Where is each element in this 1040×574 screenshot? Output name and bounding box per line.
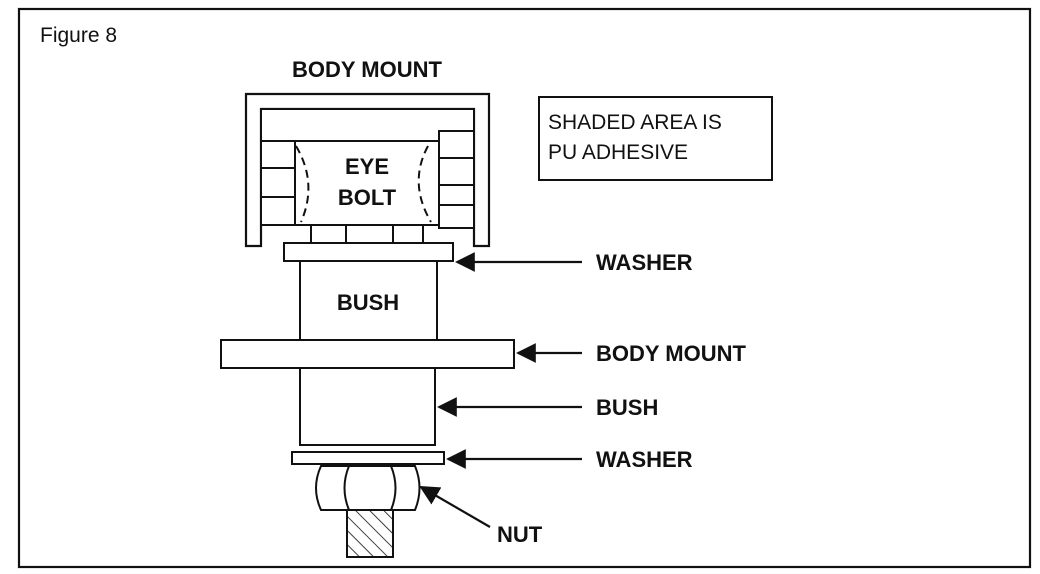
- legend-note-line2: PU ADHESIVE: [548, 141, 688, 164]
- lower-bush: [299, 367, 436, 446]
- nut: [315, 465, 421, 511]
- callout-leaders: [419, 252, 582, 528]
- eye-bolt-stem: [310, 224, 424, 244]
- upper-bush: [299, 260, 438, 341]
- bolt-shank: [346, 509, 394, 558]
- legend-note-box: SHADED AREA IS PU ADHESIVE: [538, 96, 773, 181]
- eye-bolt-label-line2: BOLT: [338, 185, 397, 210]
- figure-frame: [17, 7, 1032, 569]
- figure-number-label: Figure 8: [40, 24, 117, 47]
- callout-bush-lower: BUSH: [596, 395, 658, 420]
- top-washer: [283, 242, 454, 262]
- callout-nut: NUT: [497, 522, 543, 547]
- body-mount-plate: [220, 339, 515, 369]
- callout-body-mount: BODY MOUNT: [596, 341, 746, 366]
- left-block-stack: [260, 140, 296, 226]
- legend-note-line1: SHADED AREA IS: [548, 111, 722, 134]
- eye-bolt-label-line1: EYE: [345, 154, 389, 179]
- upper-bush-label: BUSH: [337, 290, 399, 315]
- top-body-mount-title: BODY MOUNT: [292, 57, 442, 82]
- eye-bolt: EYE BOLT: [294, 140, 440, 226]
- leader-nut: [419, 486, 491, 528]
- right-block-stack: [438, 130, 475, 229]
- lower-washer: [291, 451, 445, 465]
- callout-washer-bottom: WASHER: [596, 447, 693, 472]
- callout-washer-top: WASHER: [596, 250, 693, 275]
